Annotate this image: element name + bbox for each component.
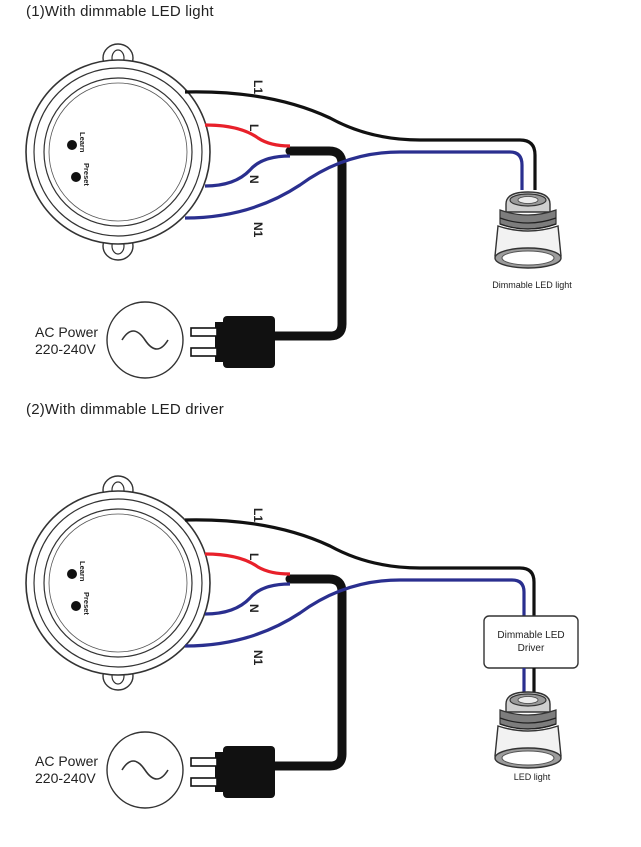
section-1-title: (1)With dimmable LED light	[26, 3, 214, 20]
wire-label-n-1: N	[247, 175, 261, 184]
load-label-2: LED light	[514, 772, 551, 782]
section-1-diagram: Learn Preset L1 L N N1 Dimmable LED ligh…	[25, 43, 572, 379]
ac-power-label-2: AC Power	[35, 753, 98, 769]
load-label-1: Dimmable LED light	[492, 280, 572, 290]
ac-power-label-1: AC Power	[35, 324, 98, 340]
power-plug-1	[190, 315, 276, 369]
dimmer-unit-2: Learn Preset	[25, 475, 211, 691]
wire-live-1	[204, 123, 291, 148]
driver-label-line1: Dimmable LED	[497, 630, 564, 641]
power-cable-2	[270, 574, 347, 771]
wire-label-n1-1: N1	[251, 222, 265, 238]
ac-voltage-label-2: 220-240V	[35, 770, 96, 786]
section-2-title: (2)With dimmable LED driver	[26, 401, 224, 418]
preset-label-1: Preset	[82, 163, 91, 186]
wire-label-n1-2: N1	[251, 650, 265, 666]
wire-label-l-1: L	[247, 124, 261, 131]
preset-button-2	[71, 601, 81, 611]
wire-label-n-2: N	[247, 604, 261, 613]
sine-wave-icon-1	[121, 330, 169, 350]
led-bulb-2	[494, 691, 562, 769]
wire-neutral-1	[204, 154, 291, 188]
wire-neutral-2	[204, 582, 291, 616]
wire-l1-2	[184, 518, 536, 616]
wire-live-2	[204, 552, 291, 576]
driver-label-line2: Driver	[518, 643, 545, 654]
wire-l1-1	[184, 90, 537, 190]
sine-wave-icon-2	[121, 760, 169, 780]
preset-button-1	[71, 172, 81, 182]
learn-label-2: Learn	[78, 561, 87, 582]
power-plug-2	[190, 745, 276, 799]
dimmer-unit-1: Learn Preset	[25, 43, 211, 261]
learn-button-2	[67, 569, 77, 579]
wire-label-l-2: L	[247, 553, 261, 560]
wire-label-l1-1: L1	[251, 80, 265, 94]
power-cable-1	[270, 146, 347, 341]
learn-label-1: Learn	[78, 132, 87, 153]
wire-label-l1-2: L1	[251, 508, 265, 522]
ac-voltage-label-1: 220-240V	[35, 341, 96, 357]
dimmable-led-bulb-1	[494, 191, 562, 269]
learn-button-1	[67, 140, 77, 150]
section-2-diagram: Learn Preset L1 L N N1 Dimmable LED Driv…	[25, 475, 579, 809]
preset-label-2: Preset	[82, 592, 91, 615]
wire-n1-1	[184, 150, 524, 220]
wire-n1-2	[184, 578, 526, 648]
led-driver-box	[483, 615, 579, 669]
